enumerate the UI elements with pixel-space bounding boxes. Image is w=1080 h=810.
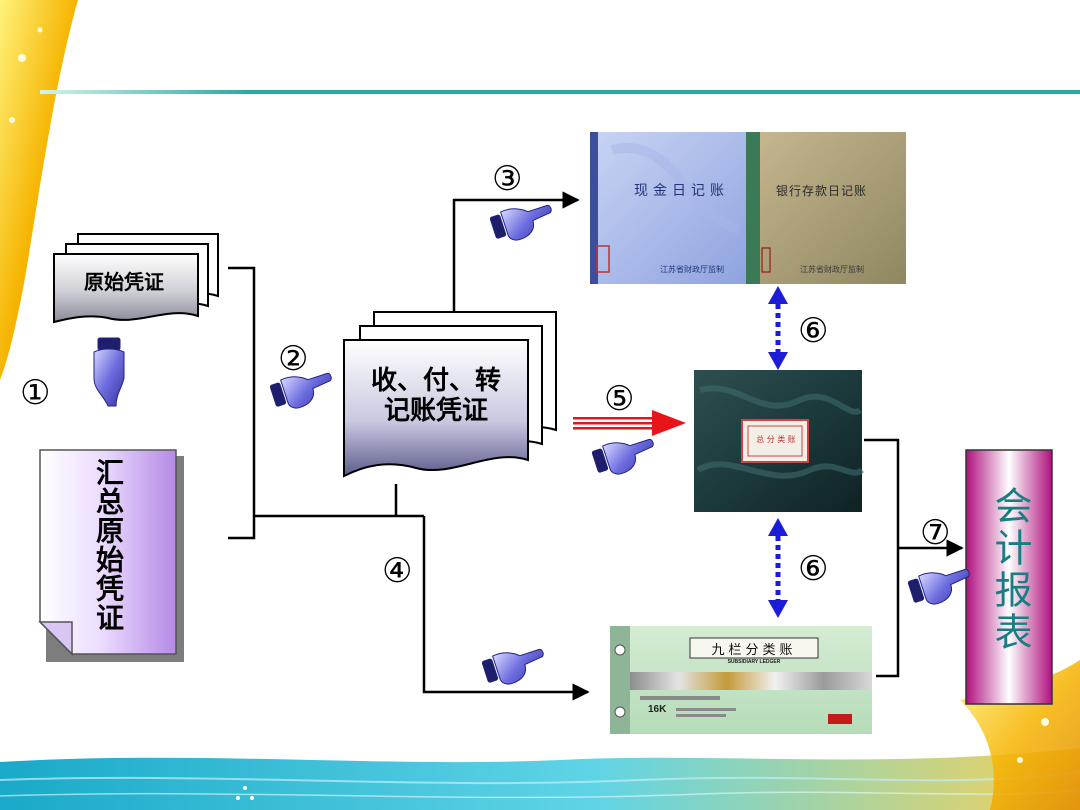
- general-ledger-book: [694, 370, 865, 512]
- hand-pointing-right-icon-3: [489, 204, 552, 241]
- line-ledger-to-merge: [864, 438, 900, 548]
- summary-voucher-label: 汇总原始凭证: [92, 458, 125, 632]
- yellow-swoosh: [0, 0, 78, 380]
- line-original-to-bracket: [228, 266, 256, 540]
- hand-pointing-right-icon-4: [481, 648, 544, 685]
- red-arrow-posting: [573, 410, 686, 436]
- general-ledger-label: 总 分 类 账: [756, 435, 796, 444]
- step-6b-label: ⑥: [798, 549, 829, 589]
- report-label: 会计报表: [988, 486, 1032, 654]
- hand-pointing-right-icon-7: [907, 568, 970, 605]
- accounting-voucher-line1: 收、付、转: [370, 366, 501, 396]
- step-2-label: ②: [278, 339, 309, 379]
- original-voucher-stack: [53, 233, 219, 324]
- hand-pointing-up-icon: [93, 337, 125, 407]
- cash-journal-book: [590, 132, 746, 284]
- hand-pointing-right-icon-2: [269, 372, 332, 409]
- step-4-label: ④: [382, 551, 413, 591]
- original-voucher-label: 原始凭证: [84, 270, 164, 294]
- subsidiary-ledger-book: [610, 626, 872, 734]
- step-6a-label: ⑥: [798, 311, 829, 351]
- report-box: [965, 449, 1053, 705]
- hand-icons: [93, 204, 970, 685]
- step-1-label: ①: [20, 373, 51, 413]
- connectors: [228, 191, 964, 701]
- subsidiary-ledger-subtitle: SUBSIDIARY LEDGER: [727, 659, 781, 665]
- step-5-label: ⑤: [604, 379, 635, 419]
- cash-journal-footer: 江苏省财政厅监制: [660, 265, 724, 274]
- accounting-voucher-label: 收、付、转 记账凭证: [344, 366, 528, 426]
- cash-journal-title: 现金日记账: [634, 183, 729, 199]
- step-3-label: ③: [492, 159, 523, 199]
- subsidiary-ledger-title: 九栏分类账: [711, 643, 797, 658]
- step-7-label: ⑦: [920, 513, 951, 553]
- bank-journal-book: [746, 132, 906, 284]
- arrow-to-subsidiary-ledger: [422, 516, 590, 701]
- accounting-voucher-line2: 记账凭证: [383, 396, 488, 426]
- top-divider-line: [40, 90, 1080, 94]
- blue-dotted-arrows: [768, 286, 788, 618]
- subsidiary-ledger-size: 16K: [648, 704, 667, 715]
- line-subsidiary-to-merge: [876, 548, 900, 678]
- summary-voucher-page: [38, 449, 184, 662]
- accounting-voucher-stack: [343, 311, 557, 478]
- bank-journal-footer: 江苏省财政厅监制: [800, 265, 864, 274]
- bank-journal-title: 银行存款日记账: [776, 184, 868, 198]
- arrow-to-journals: [452, 191, 580, 312]
- hand-pointing-right-icon-5: [591, 438, 654, 475]
